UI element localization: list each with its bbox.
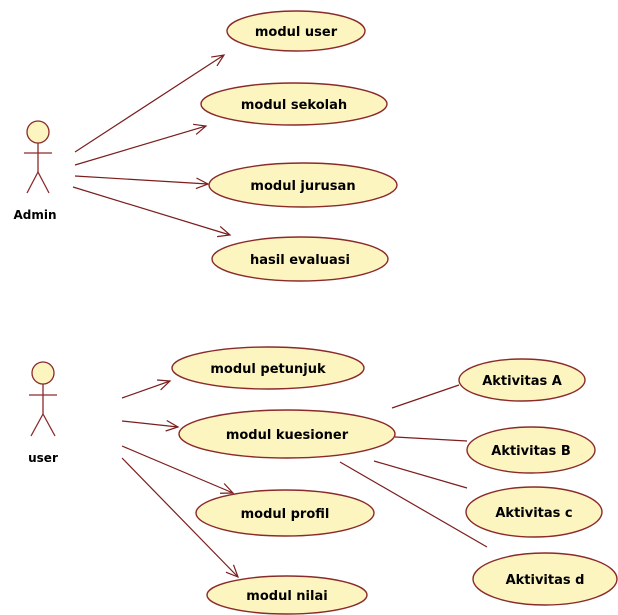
use-case-modul-jurusan-label: modul jurusan bbox=[250, 179, 355, 194]
actor-user[interactable]: user bbox=[28, 361, 58, 465]
association-admin-to-modul-sekolah-arrowhead bbox=[193, 123, 208, 135]
use-case-hasil-evaluasi[interactable]: hasil evaluasi bbox=[211, 236, 389, 282]
association-admin-to-modul-user-arrowhead bbox=[211, 54, 226, 67]
association-user-to-modul-kuesioner-arrowhead bbox=[165, 419, 180, 432]
actor-user-label: user bbox=[28, 451, 58, 465]
association-admin-to-modul-user bbox=[74, 54, 225, 153]
actor-admin-leg-right bbox=[37, 171, 50, 194]
use-case-aktivitas-b-shape bbox=[466, 426, 596, 474]
use-case-modul-profil-shape bbox=[195, 489, 375, 537]
use-case-modul-nilai[interactable]: modul nilai bbox=[206, 575, 368, 615]
use-case-aktivitas-a-label: Aktivitas A bbox=[482, 374, 562, 389]
association-admin-to-hasil-evaluasi-arrowhead bbox=[217, 226, 232, 238]
use-case-modul-user-shape bbox=[226, 10, 366, 52]
use-case-aktivitas-d-shape bbox=[472, 552, 618, 606]
associations-layer bbox=[72, 54, 488, 579]
use-case-modul-profil-label: modul profil bbox=[241, 507, 330, 522]
association-user-to-modul-nilai bbox=[121, 457, 239, 578]
use-case-modul-petunjuk[interactable]: modul petunjuk bbox=[171, 346, 365, 390]
use-case-hasil-evaluasi-shape bbox=[211, 236, 389, 282]
use-case-modul-user[interactable]: modul user bbox=[226, 10, 366, 52]
use-case-modul-kuesioner-shape bbox=[178, 409, 396, 459]
use-case-modul-kuesioner[interactable]: modul kuesioner bbox=[178, 409, 396, 459]
use-case-aktivitas-b-label: Aktivitas B bbox=[491, 444, 570, 459]
use-case-aktivitas-c-label: Aktivitas c bbox=[495, 506, 572, 521]
use-case-modul-sekolah-label: modul sekolah bbox=[241, 98, 347, 113]
use-case-hasil-evaluasi-label: hasil evaluasi bbox=[250, 253, 350, 268]
use-case-modul-jurusan-shape bbox=[208, 162, 398, 208]
association-modul-kuesioner-to-aktivitas-b bbox=[394, 436, 468, 442]
use-case-modul-user-label: modul user bbox=[255, 25, 338, 40]
actor-user-leg-left bbox=[30, 413, 44, 437]
association-user-to-modul-profil bbox=[121, 445, 234, 494]
use-case-modul-kuesioner-label: modul kuesioner bbox=[226, 428, 349, 443]
actor-admin-leg-left bbox=[26, 171, 39, 194]
use-case-aktivitas-c-shape bbox=[465, 486, 603, 538]
association-modul-kuesioner-to-aktivitas-d bbox=[339, 461, 488, 548]
actor-admin-label: Admin bbox=[13, 208, 56, 222]
use-case-modul-petunjuk-shape bbox=[171, 346, 365, 390]
use-case-modul-sekolah[interactable]: modul sekolah bbox=[200, 82, 388, 126]
association-admin-to-modul-sekolah bbox=[74, 125, 207, 166]
actor-admin[interactable]: Admin bbox=[13, 120, 57, 222]
use-case-aktivitas-a-shape bbox=[458, 358, 586, 402]
association-modul-kuesioner-to-aktivitas-a bbox=[391, 384, 460, 409]
association-user-to-modul-kuesioner bbox=[121, 420, 179, 428]
use-case-aktivitas-a[interactable]: Aktivitas A bbox=[458, 358, 586, 402]
association-admin-to-modul-jurusan-arrowhead bbox=[195, 177, 210, 190]
use-case-modul-nilai-label: modul nilai bbox=[246, 589, 327, 604]
use-case-aktivitas-d[interactable]: Aktivitas d bbox=[472, 552, 618, 606]
use-case-modul-petunjuk-label: modul petunjuk bbox=[210, 362, 326, 377]
use-case-aktivitas-c[interactable]: Aktivitas c bbox=[465, 486, 603, 538]
use-case-modul-sekolah-shape bbox=[200, 82, 388, 126]
association-modul-kuesioner-to-aktivitas-c bbox=[373, 460, 468, 489]
association-user-to-modul-petunjuk-arrowhead bbox=[156, 379, 172, 391]
actor-user-leg-right bbox=[42, 413, 56, 437]
use-case-modul-jurusan[interactable]: modul jurusan bbox=[208, 162, 398, 208]
actor-admin-head bbox=[26, 120, 50, 144]
use-case-modul-nilai-shape bbox=[206, 575, 368, 615]
association-user-to-modul-petunjuk bbox=[121, 380, 171, 399]
association-user-to-modul-profil-arrowhead bbox=[219, 483, 235, 494]
use-case-aktivitas-d-label: Aktivitas d bbox=[506, 573, 585, 588]
use-case-modul-profil[interactable]: modul profil bbox=[195, 489, 375, 537]
association-admin-to-modul-jurusan bbox=[74, 175, 209, 185]
association-user-to-modul-nilai-arrowhead bbox=[225, 564, 240, 579]
use-case-aktivitas-b[interactable]: Aktivitas B bbox=[466, 426, 596, 474]
actor-user-head bbox=[31, 361, 55, 385]
association-admin-to-hasil-evaluasi bbox=[72, 186, 231, 236]
